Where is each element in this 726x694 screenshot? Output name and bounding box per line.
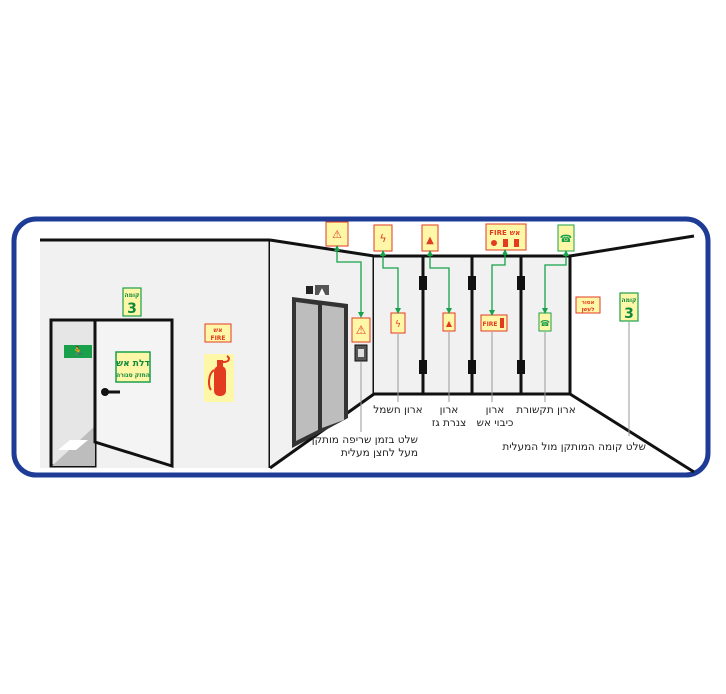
- svg-text:ϟ: ϟ: [379, 232, 386, 245]
- elevator-fire-sign: ⚠: [351, 317, 371, 343]
- svg-text:☎: ☎: [540, 319, 550, 328]
- ceiling-sign-fire: FIRE אש: [485, 223, 527, 251]
- up-arrow-icon: ▲: [319, 287, 326, 297]
- fire-sign-left: אש FIRE: [204, 323, 232, 343]
- label-elevator-sign-line2: מעל לחצן מעלית: [341, 447, 418, 459]
- floor-sign-right-word: קומה: [622, 297, 637, 304]
- elevator-doors: [292, 297, 348, 448]
- svg-text:▲: ▲: [446, 319, 453, 328]
- ceiling-sign-comm: ☎: [557, 224, 575, 252]
- ceiling-lines: [569, 234, 695, 474]
- label-floor-sign: שלט קומה המותקן מול המעלית: [502, 441, 646, 453]
- fire-icon: ⚠: [332, 228, 342, 241]
- leader-arrowheads: [334, 245, 569, 318]
- callout-lines: [360, 322, 630, 436]
- svg-text:ϟ: ϟ: [395, 320, 401, 330]
- elevator-indicator: ▲: [306, 285, 329, 297]
- fire-door-sign-line1: דלת אש: [116, 359, 149, 369]
- fire-door: [49, 318, 174, 469]
- fire-door-sign-line2: החזק סגורה: [116, 372, 150, 379]
- fire-cabinet-sign: FIRE: [480, 314, 508, 332]
- leader-lines: [336, 247, 567, 316]
- no-smoking-line1: אסור: [582, 300, 595, 306]
- floor-sign-left-word: קומה: [125, 292, 140, 299]
- label-elevator-sign-line1: שלט בזמן שריפה מותקן: [312, 434, 418, 446]
- no-elevator-icon: ⚠: [356, 323, 367, 337]
- floor-sign-right: קומה 3: [619, 292, 639, 322]
- ceiling-sign-elevator: ⚠: [325, 221, 349, 247]
- elevator-call-panel: [354, 344, 368, 362]
- gas-cabinet-sign: ▲: [442, 312, 456, 332]
- electric-cabinet-sign: ϟ: [390, 312, 406, 334]
- cabinet-dividers: [419, 256, 525, 394]
- no-smoking-line2: לעשן: [581, 307, 594, 313]
- label-fire-cabinet-line1: ארון: [486, 404, 505, 416]
- ceiling-fire-en: FIRE: [489, 229, 507, 237]
- fire-extinguisher: [204, 354, 234, 402]
- floor-sign-left-number: 3: [127, 301, 137, 317]
- fire-sign-left-he: אש: [214, 327, 223, 334]
- running-man-icon: 🏃: [72, 345, 84, 358]
- label-fire-cabinet-line2: כיבוי אש: [477, 417, 514, 429]
- ceiling-sign-electric: ϟ: [373, 224, 393, 252]
- label-electric-cabinet: ארון חשמל: [373, 404, 422, 416]
- label-comm-cabinet: ארון תקשורת: [516, 404, 575, 416]
- floor-sign-left: קומה 3: [122, 287, 142, 317]
- fire-door-sign: דלת אש החזק סגורה: [115, 351, 151, 383]
- fire-cabinet-sign-text: FIRE: [482, 321, 497, 328]
- label-gas-cabinet-line2: צנרת גז: [432, 417, 467, 429]
- fire-sign-left-en: FIRE: [210, 335, 225, 342]
- svg-text:☎: ☎: [560, 234, 572, 245]
- ceiling-sign-gas: ▲: [421, 224, 439, 252]
- svg-text:▲: ▲: [426, 235, 434, 246]
- comm-cabinet-sign: ☎: [538, 312, 552, 332]
- ceiling-fire-he: אש: [510, 229, 520, 237]
- label-gas-cabinet-line1: ארון: [440, 404, 459, 416]
- floor-sign-right-number: 3: [624, 306, 634, 322]
- no-smoking-sign: אסור לעשן: [575, 296, 601, 314]
- exit-sign: 🏃: [64, 345, 92, 358]
